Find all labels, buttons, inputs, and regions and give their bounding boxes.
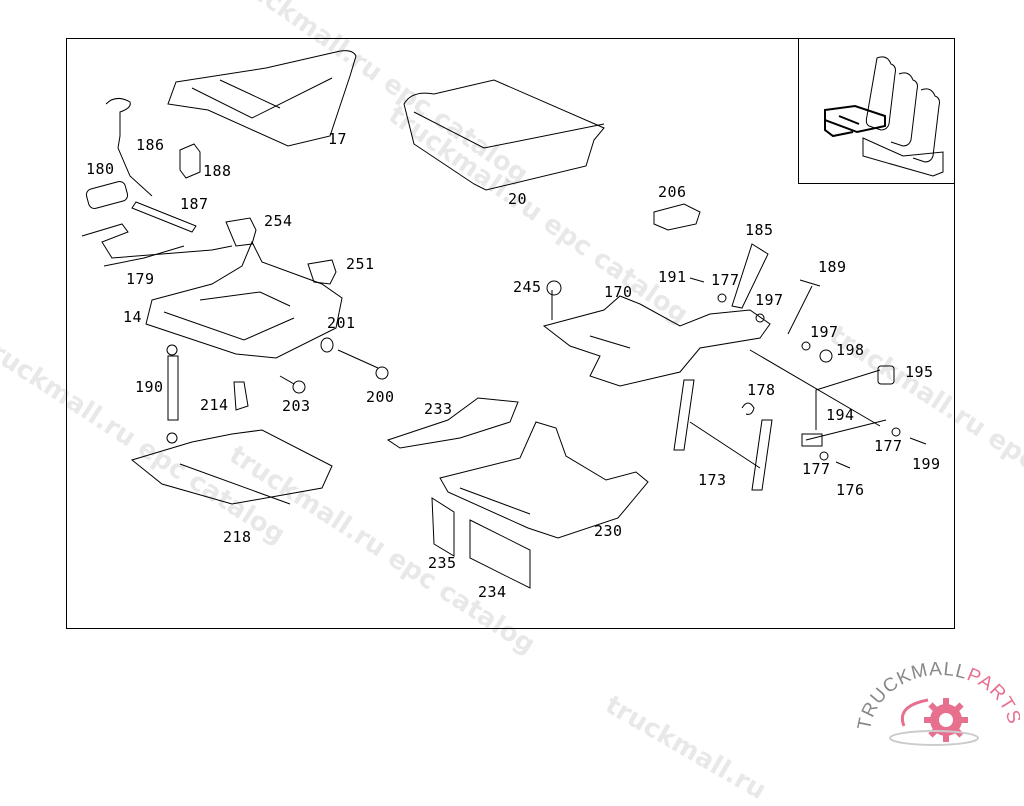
part-188 — [179, 143, 201, 179]
callout-218[interactable]: 218 — [223, 528, 252, 546]
callout-198[interactable]: 198 — [836, 341, 865, 359]
callout-178[interactable]: 178 — [747, 381, 776, 399]
callout-254[interactable]: 254 — [264, 212, 293, 230]
parts-line-art — [81, 50, 927, 589]
callout-214[interactable]: 214 — [200, 396, 229, 414]
callout-176[interactable]: 176 — [836, 481, 865, 499]
callout-191[interactable]: 191 — [658, 268, 687, 286]
part-206 — [653, 203, 701, 231]
callout-245[interactable]: 245 — [513, 278, 542, 296]
callout-206[interactable]: 206 — [658, 183, 687, 201]
callout-234[interactable]: 234 — [478, 583, 507, 601]
part-251 — [307, 259, 337, 285]
part-234 — [469, 519, 531, 589]
part-199 — [909, 437, 927, 445]
callout-185[interactable]: 185 — [745, 221, 774, 239]
callout-201[interactable]: 201 — [327, 314, 356, 332]
callout-179[interactable]: 179 — [126, 270, 155, 288]
callout-200[interactable]: 200 — [366, 388, 395, 406]
callout-180[interactable]: 180 — [86, 160, 115, 178]
part-191 — [689, 277, 705, 283]
callout-186[interactable]: 186 — [136, 136, 165, 154]
callout-230[interactable]: 230 — [594, 522, 623, 540]
bench-seat-inset-icon — [824, 56, 944, 177]
part-185 — [731, 243, 769, 309]
callout-17[interactable]: 17 — [328, 130, 348, 148]
part-176 — [835, 461, 851, 469]
part-203 — [279, 375, 295, 385]
callout-177c[interactable]: 177 — [802, 460, 831, 478]
part-201 — [320, 337, 334, 353]
callout-170[interactable]: 170 — [604, 283, 633, 301]
gear-icon — [924, 698, 968, 742]
callout-235[interactable]: 235 — [428, 554, 457, 572]
part-233 — [386, 397, 519, 449]
callout-194[interactable]: 194 — [826, 406, 855, 424]
callout-197b[interactable]: 197 — [810, 323, 839, 341]
callout-199[interactable]: 199 — [912, 455, 941, 473]
callout-173[interactable]: 173 — [698, 471, 727, 489]
truckmall-parts-logo: TRUCKMALLPARTS — [850, 650, 1024, 750]
part-20-cover — [403, 79, 605, 191]
diagram-frame — [66, 38, 955, 629]
callout-20[interactable]: 20 — [508, 190, 528, 208]
part-218 — [130, 429, 333, 505]
part-180-bezel — [85, 181, 129, 209]
part-198 — [819, 349, 833, 363]
part-179 — [81, 223, 233, 259]
callout-177[interactable]: 177 — [711, 271, 740, 289]
part-235 — [431, 497, 455, 557]
part-187 — [131, 201, 197, 233]
callout-188[interactable]: 188 — [203, 162, 232, 180]
part-230 — [439, 421, 649, 539]
callout-197[interactable]: 197 — [755, 291, 784, 309]
callout-251[interactable]: 251 — [346, 255, 375, 273]
part-214 — [233, 381, 249, 411]
part-254 — [225, 217, 257, 247]
part-178 — [741, 402, 755, 415]
part-190 — [167, 355, 179, 421]
inset-view — [798, 38, 955, 184]
logo-text-accent: PARTS — [964, 664, 1020, 727]
part-194 — [805, 419, 887, 441]
callout-187[interactable]: 187 — [180, 195, 209, 213]
part-200 — [337, 349, 379, 369]
callout-189[interactable]: 189 — [818, 258, 847, 276]
part-17-cushion — [167, 50, 357, 147]
part-170 — [542, 295, 771, 387]
part-189 — [787, 285, 813, 335]
callout-14[interactable]: 14 — [123, 308, 143, 326]
part-186-handle — [105, 98, 153, 197]
callout-203[interactable]: 203 — [282, 397, 311, 415]
callout-233[interactable]: 233 — [424, 400, 453, 418]
part-14-frame — [145, 240, 343, 359]
callout-195[interactable]: 195 — [905, 363, 934, 381]
part-195 — [877, 365, 895, 385]
callout-177b[interactable]: 177 — [874, 437, 903, 455]
callout-190[interactable]: 190 — [135, 378, 164, 396]
part-173 — [673, 379, 695, 451]
